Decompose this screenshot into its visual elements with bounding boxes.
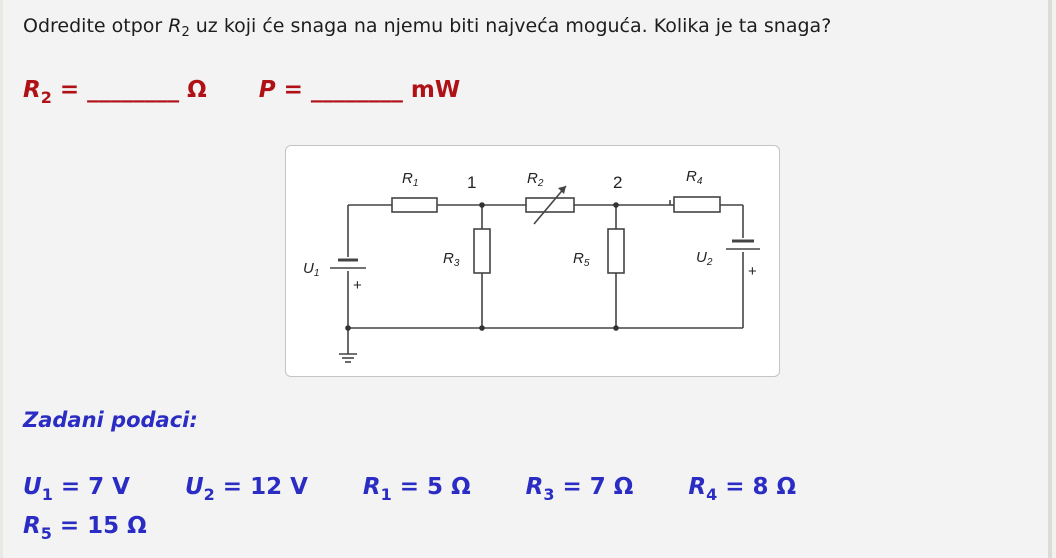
given-u1-value: = 7 V: [52, 474, 130, 500]
junction-dot: [345, 325, 351, 331]
label-r1: R1: [402, 170, 418, 189]
given-r5: R5 = 15 Ω: [23, 513, 147, 543]
answer-r2: R2 = ________ Ω: [23, 77, 207, 107]
given-r4: R4 = 8 Ω: [688, 474, 796, 504]
label-r3: R3: [443, 250, 460, 269]
given-r4-symbol: R: [688, 474, 707, 500]
question-suffix: uz koji će snaga na njemu biti najveća m…: [189, 15, 832, 37]
given-u1-sub: 1: [41, 485, 53, 504]
junction-dot: [613, 325, 619, 331]
given-r1-symbol: R: [362, 474, 381, 500]
given-r1: R1 = 5 Ω: [363, 474, 471, 504]
label-plus-u1: +: [353, 277, 362, 294]
junction-dot: [479, 325, 485, 331]
junction-dot: [613, 202, 619, 208]
answer-r2-eq: =: [51, 77, 88, 103]
given-u2-value: = 12 V: [214, 474, 308, 500]
question-text: Odredite otpor R2 uz koji će snaga na nj…: [23, 15, 831, 40]
answer-p-blank[interactable]: ________: [310, 77, 403, 103]
given-r4-sub: 4: [706, 485, 718, 504]
resistor-r4: [673, 196, 721, 213]
question-symbol-sub: 2: [181, 25, 190, 40]
given-r5-symbol: R: [23, 513, 41, 539]
label-u2: U2: [696, 249, 713, 268]
answer-p: P = ________ mW: [259, 77, 461, 103]
label-u1: U1: [303, 260, 319, 279]
answer-r2-symbol: R: [23, 77, 41, 103]
label-plus-u2: +: [748, 263, 757, 280]
answer-r2-unit: Ω: [179, 77, 207, 103]
circuit-diagram: R1 1 R2 2 R4 R3 R5 U1 U2 + +: [285, 145, 780, 377]
label-r2: R2: [527, 170, 544, 189]
label-r4: R4: [686, 168, 703, 187]
given-u2: U2 = 12 V: [185, 474, 308, 504]
variable-arrow-head: [558, 186, 566, 194]
resistor-r1: [391, 197, 438, 213]
given-r3-value: = 7 Ω: [554, 474, 634, 500]
given-u2-sub: 2: [203, 485, 215, 504]
answer-p-symbol: P: [258, 77, 276, 103]
circuit-svg: R1 1 R2 2 R4 R3 R5 U1 U2 + +: [303, 168, 760, 363]
resistor-r3: [473, 228, 491, 274]
given-r5-sub: 5: [40, 524, 52, 543]
answer-p-unit: mW: [402, 77, 461, 103]
answer-r2-blank[interactable]: ________: [87, 77, 180, 103]
given-title: Zadani podaci:: [23, 408, 198, 432]
resistor-r5: [607, 228, 625, 274]
answer-r2-sub: 2: [40, 88, 52, 107]
given-r3: R3 = 7 Ω: [526, 474, 634, 504]
given-r1-value: = 5 Ω: [391, 474, 471, 500]
question-symbol: R: [168, 15, 182, 37]
given-u1-symbol: U: [23, 474, 42, 500]
given-r3-sub: 3: [543, 485, 555, 504]
given-r1-sub: 1: [380, 485, 392, 504]
label-node-2: 2: [613, 173, 622, 192]
variable-arrow: [533, 185, 567, 225]
given-r3-symbol: R: [525, 474, 544, 500]
answer-line: R2 = ________ Ω P = ________ mW: [23, 77, 460, 107]
given-r4-value: = 8 Ω: [717, 474, 797, 500]
label-node-1: 1: [467, 173, 476, 192]
junction-dot: [479, 202, 485, 208]
question-prefix: Odredite otpor: [23, 15, 169, 37]
given-u2-symbol: U: [184, 474, 204, 500]
label-r5: R5: [573, 250, 590, 269]
given-u1: U1 = 7 V: [23, 474, 130, 504]
given-r5-value: = 15 Ω: [51, 513, 147, 539]
given-row-1: U1 = 7 V U2 = 12 V R1 = 5 Ω R3 = 7 Ω R4 …: [23, 474, 843, 504]
answer-p-eq: =: [275, 77, 311, 103]
given-row-2: R5 = 15 Ω: [23, 513, 194, 543]
